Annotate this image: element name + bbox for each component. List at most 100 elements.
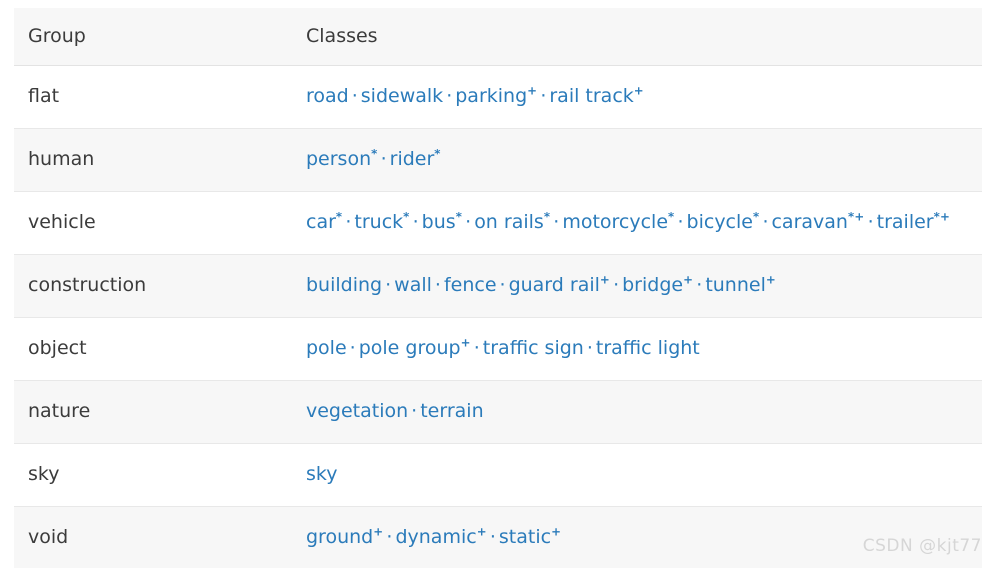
class-name: rail track: [549, 84, 634, 107]
class-separator: ·: [446, 84, 453, 107]
class-link[interactable]: ground+: [306, 526, 383, 548]
class-link[interactable]: road: [306, 85, 349, 107]
class-link[interactable]: parking+: [455, 85, 537, 107]
class-link[interactable]: guard rail+: [509, 274, 611, 296]
class-name: guard rail: [508, 273, 600, 296]
class-name: car: [306, 210, 336, 233]
class-marker: *: [335, 209, 343, 224]
class-name: ground: [306, 525, 374, 548]
class-marker: *: [752, 209, 760, 224]
class-name: road: [306, 84, 349, 107]
class-separator: ·: [499, 273, 506, 296]
class-separator: ·: [696, 273, 703, 296]
class-name: sidewalk: [360, 84, 444, 107]
class-name: dynamic: [395, 525, 477, 548]
classes-cell: vegetation·terrain: [292, 380, 982, 443]
group-cell: human: [28, 147, 95, 170]
class-name: bus: [421, 210, 456, 233]
class-name: on rails: [474, 210, 544, 233]
table-row: sky sky: [14, 443, 982, 507]
class-link[interactable]: pole group+: [359, 337, 471, 359]
class-link[interactable]: traffic sign: [483, 337, 584, 359]
class-name: static: [498, 525, 552, 548]
class-separator: ·: [586, 336, 593, 359]
class-link[interactable]: on rails*: [474, 211, 550, 233]
column-header-classes: Classes: [292, 8, 982, 66]
class-link[interactable]: pole: [306, 337, 347, 359]
table-header-row: Group Classes: [14, 8, 982, 66]
class-link[interactable]: trailer*+: [877, 211, 951, 233]
class-link[interactable]: sky: [306, 463, 337, 485]
class-name: bridge: [622, 273, 684, 296]
class-link[interactable]: truck*: [354, 211, 409, 233]
class-link[interactable]: tunnel+: [705, 274, 776, 296]
group-cell: flat: [28, 84, 60, 107]
classes-cell: ground+·dynamic+·static+: [292, 506, 982, 568]
class-link[interactable]: motorcycle*: [562, 211, 674, 233]
class-marker: *+: [933, 209, 951, 224]
class-link[interactable]: building: [306, 274, 382, 296]
class-marker: +: [765, 272, 777, 287]
classes-cell: road·sidewalk·parking+·rail track+: [292, 65, 982, 128]
class-name: parking: [455, 84, 528, 107]
class-link[interactable]: car*: [306, 211, 342, 233]
class-name: caravan: [771, 210, 848, 233]
column-header-group: Group: [14, 8, 292, 66]
class-marker: *: [403, 209, 410, 224]
class-name: bicycle: [686, 210, 753, 233]
class-marker: +: [476, 524, 487, 539]
class-separator: ·: [385, 273, 392, 296]
class-link[interactable]: static+: [499, 526, 561, 548]
class-link[interactable]: rail track+: [549, 85, 644, 107]
class-separator: ·: [380, 147, 387, 170]
class-separator: ·: [465, 210, 472, 233]
table-row: nature vegetation·terrain: [14, 380, 982, 444]
class-separator: ·: [386, 525, 393, 548]
class-link[interactable]: fence: [444, 274, 497, 296]
class-name: pole: [306, 336, 347, 359]
class-link[interactable]: bicycle*: [687, 211, 760, 233]
class-link[interactable]: sidewalk: [361, 85, 443, 107]
class-link[interactable]: dynamic+: [395, 526, 486, 548]
class-name: traffic light: [595, 336, 700, 359]
class-marker: *+: [847, 209, 865, 224]
class-marker: *: [455, 209, 463, 224]
class-separator: ·: [434, 273, 441, 296]
class-name: pole group: [358, 336, 461, 359]
class-separator: ·: [412, 210, 419, 233]
class-name: sky: [306, 462, 338, 485]
class-name: person: [306, 147, 372, 170]
group-cell: nature: [28, 399, 91, 422]
class-link[interactable]: caravan*+: [771, 211, 864, 233]
class-marker: +: [527, 83, 538, 98]
class-link[interactable]: wall: [394, 274, 432, 296]
class-marker: *: [668, 209, 675, 224]
group-cell: sky: [28, 462, 60, 485]
class-marker: +: [633, 83, 644, 98]
class-marker: *: [371, 146, 378, 161]
class-link[interactable]: traffic light: [596, 337, 700, 359]
class-name: wall: [394, 273, 432, 296]
class-marker: +: [460, 335, 471, 350]
group-cell: construction: [28, 273, 147, 296]
class-link[interactable]: rider*: [390, 148, 441, 170]
class-link[interactable]: terrain: [420, 400, 483, 422]
class-marker: *: [434, 146, 441, 161]
class-name: building: [306, 273, 383, 296]
class-link[interactable]: bridge+: [622, 274, 693, 296]
class-separator: ·: [473, 336, 480, 359]
class-link[interactable]: vegetation: [306, 400, 408, 422]
class-separator: ·: [540, 84, 547, 107]
class-marker: +: [373, 524, 384, 539]
classes-cell: car*·truck*·bus*·on rails*·motorcycle*·b…: [292, 191, 982, 254]
class-link[interactable]: person*: [306, 148, 378, 170]
class-link[interactable]: bus*: [422, 211, 462, 233]
